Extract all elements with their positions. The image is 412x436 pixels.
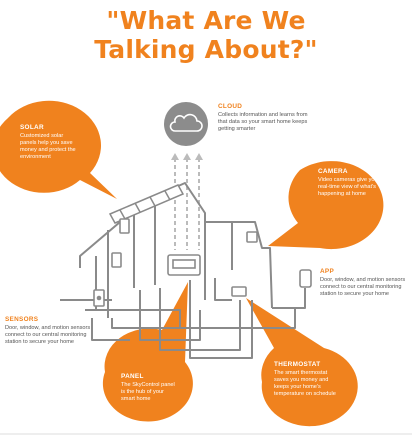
panel-bubble xyxy=(102,282,193,422)
solar-heading: SOLAR xyxy=(20,124,44,131)
panel-heading: PANEL xyxy=(121,373,144,380)
sensors-callout: SENSORS Door, window, and motion sensors… xyxy=(5,316,97,346)
app-callout: APP Door, window, and motion sensors con… xyxy=(320,268,408,298)
app-body: Door, window, and motion sensors connect… xyxy=(320,277,406,297)
thermostat-device xyxy=(231,286,247,297)
panel-body: The SkyControl panel is the hub of your … xyxy=(121,382,175,402)
app-heading: APP xyxy=(320,268,335,275)
page-title-line-1: "What Are We xyxy=(106,6,306,35)
thermostat-callout: THERMOSTAT The smart thermostat saves yo… xyxy=(274,361,336,398)
thermostat-heading: THERMOSTAT xyxy=(274,361,321,368)
camera-body: Video cameras give you a real-time view … xyxy=(318,177,383,197)
solar-callout: SOLAR Customized solar panels help you s… xyxy=(20,124,76,161)
devices xyxy=(93,218,312,307)
camera-callout: CAMERA Video cameras give you a real-tim… xyxy=(318,168,384,198)
camera-heading: CAMERA xyxy=(318,168,348,175)
app-device xyxy=(299,269,312,288)
cloud-callout: CLOUD Collects information and learns fr… xyxy=(218,103,310,133)
solar-body: Customized solar panels help you save mo… xyxy=(20,133,76,160)
cloud-body: Collects information and learns from tha… xyxy=(218,112,308,132)
page-title-line-2: Talking About?" xyxy=(94,35,318,64)
cloud-arrows xyxy=(174,158,200,250)
cloud-node xyxy=(164,102,208,146)
thermostat-body: The smart thermostat saves you money and… xyxy=(274,370,336,397)
camera-bubble xyxy=(268,161,384,250)
panel-callout: PANEL The SkyControl panel is the hub of… xyxy=(121,373,179,403)
solar-bubble xyxy=(0,100,117,199)
solar-panels xyxy=(108,184,185,224)
camera-device xyxy=(246,231,258,243)
sensors-body: Door, window, and motion sensors connect… xyxy=(5,325,91,345)
cloud-icon xyxy=(169,113,203,132)
cloud-heading: CLOUD xyxy=(218,103,243,110)
sensors-heading: SENSORS xyxy=(5,316,39,323)
thermostat-bubble xyxy=(246,298,358,427)
